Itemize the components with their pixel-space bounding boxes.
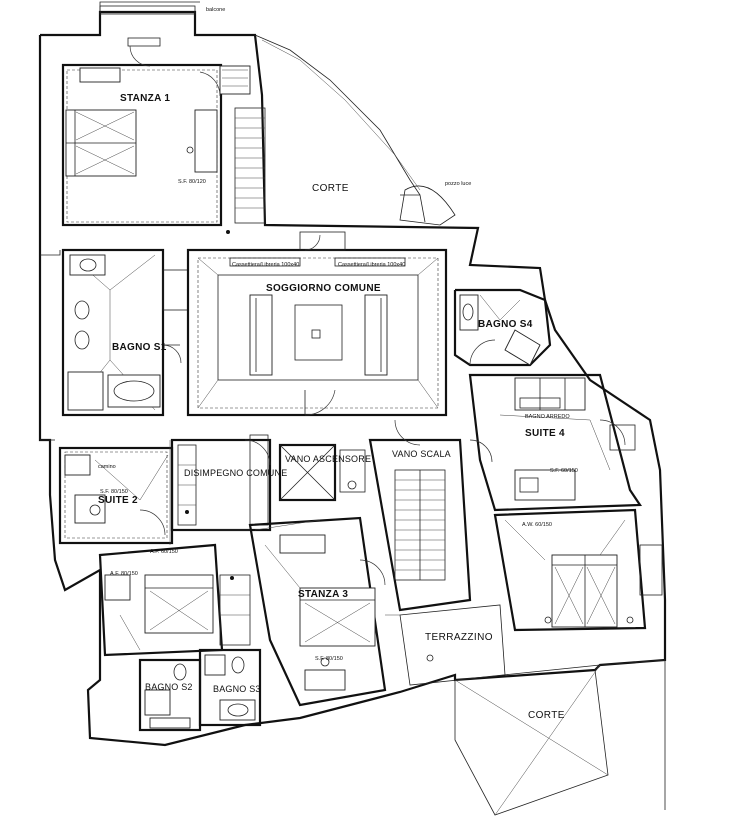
stanza-3-room xyxy=(248,516,387,707)
bagno-s1-label: BAGNO S1 xyxy=(112,342,167,353)
corte-bottom-area xyxy=(454,659,666,816)
terrazzino-label: TERRAZZINO xyxy=(425,632,493,643)
suite-4-bedroom xyxy=(493,508,663,632)
suite-2-room xyxy=(58,446,174,545)
vano-ascensore-label: VANO ASCENSORE xyxy=(285,454,371,464)
vano-ascensore-room xyxy=(278,443,366,502)
camino-label: camino xyxy=(98,464,116,470)
soggiorno-label: SOGGIORNO COMUNE xyxy=(266,283,381,294)
af-60-150-label: A.F. 60/150 xyxy=(150,549,178,555)
stanza-1-room xyxy=(61,37,251,227)
af-80-150-label: A.F. 80/150 xyxy=(110,571,138,577)
left-entry-details xyxy=(40,230,321,580)
bed-icon-suite-2 xyxy=(144,574,214,634)
stanza-3-sf-label: S.F. 80/150 xyxy=(315,656,343,662)
disimpegno-comune-room xyxy=(170,434,272,532)
bagno-s1-room xyxy=(61,248,189,417)
vano-scala-label: VANO SCALA xyxy=(392,449,451,459)
pozzo-luce-label: pozzo luce xyxy=(445,181,471,187)
sofa-right-icon xyxy=(364,294,388,376)
bagno-s4-room xyxy=(453,288,552,367)
terrazzino-area xyxy=(385,604,506,686)
bed-icon-suite-4 xyxy=(551,554,618,628)
suite-4-label: SUITE 4 xyxy=(525,428,565,439)
suite-4-room xyxy=(468,373,643,512)
disimpegno-label: DISIMPEGNO COMUNE xyxy=(184,468,287,478)
stanza-1-stairs xyxy=(234,107,266,224)
cassettiera-right-label: Cassettiera/Libreria 100x40 xyxy=(338,262,405,268)
suite-2-sf-label: S.F. 80/150 xyxy=(100,489,128,495)
suite-2-bedroom xyxy=(98,543,251,657)
bagno-s4-label: BAGNO S4 xyxy=(478,319,533,330)
bagno-s3-label: BAGNO S3 xyxy=(213,684,261,694)
balcone-label: balcone xyxy=(206,7,225,13)
bagno-s2-label: BAGNO S2 xyxy=(145,682,193,692)
bagno-arredo-label: BAGNO ARREDO xyxy=(525,414,570,420)
stanza-1-label: STANZA 1 xyxy=(120,93,170,104)
suite-2-label: SUITE 2 xyxy=(98,495,138,506)
bed-icon-stanza-3 xyxy=(299,587,376,647)
soggiorno-comune-room xyxy=(186,231,448,417)
vano-scala-room xyxy=(368,419,493,612)
stanza-3-label: STANZA 3 xyxy=(298,589,348,600)
stanza-1-sf-label: S.F. 80/120 xyxy=(178,179,206,185)
sofa-left-icon xyxy=(249,294,273,376)
cassettiera-left-label: Cassettiera/Libreria 100x40 xyxy=(232,262,299,268)
suite-4-af-label: A.W. 60/150 xyxy=(522,522,552,528)
bagno-s2-s3-rooms xyxy=(138,648,262,732)
corte-bottom-label: CORTE xyxy=(528,710,565,721)
corte-top-label: CORTE xyxy=(312,183,349,194)
suite-4-sf-label: S.F. 60/150 xyxy=(550,468,578,474)
corte-top-area xyxy=(254,34,456,226)
